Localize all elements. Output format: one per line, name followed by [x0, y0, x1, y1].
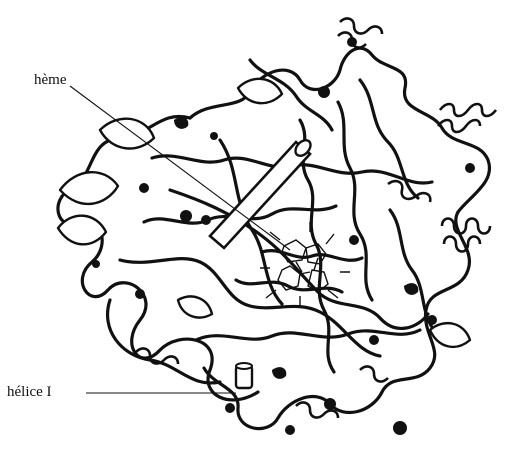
helix-i-label: hélice I — [7, 384, 52, 401]
i-helix-cylinder — [210, 137, 313, 248]
helix-I-cylinder — [236, 363, 252, 388]
heme-label: hème — [34, 72, 66, 89]
heme-group — [260, 222, 350, 308]
